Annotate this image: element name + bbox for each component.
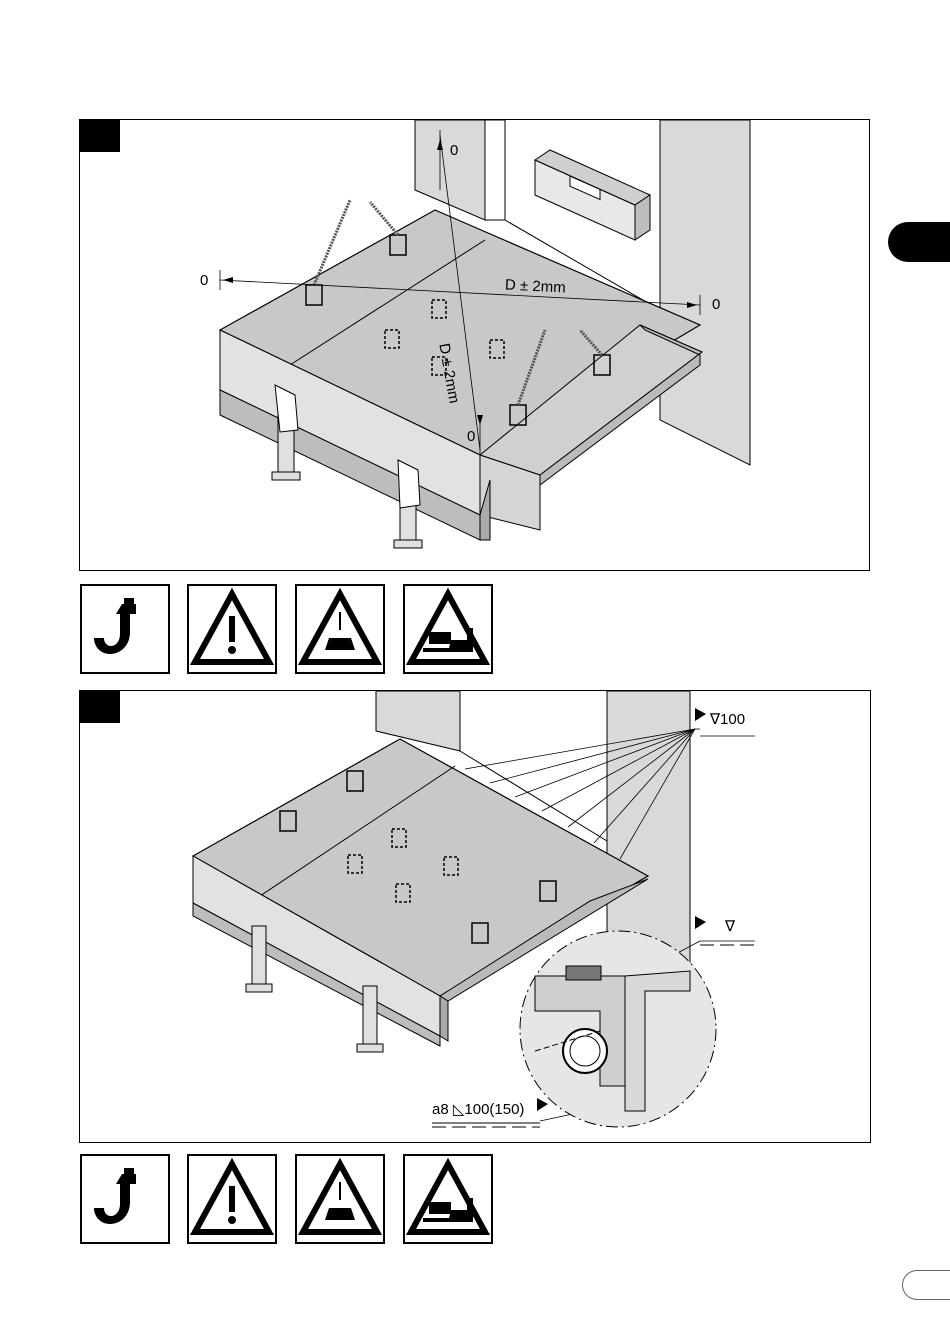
spirit-level-icon (535, 150, 650, 240)
level-zero-bottom-label: 0 (467, 428, 475, 445)
weld-symbol-top-label: ∇100 (710, 710, 745, 728)
general-warning-icon (187, 584, 277, 674)
figure-panel-1: 0 0 0 0 D ± 2mm D ± 2mm (79, 119, 870, 571)
suspended-load-warning-icon (295, 1154, 385, 1244)
crushing-hazard-warning-icon (403, 584, 493, 674)
level-zero-top-label: 0 (450, 142, 458, 159)
wall-right (660, 120, 750, 465)
dock-leveller-welding-drawing (80, 691, 870, 1142)
dimension-horizontal-label: D ± 2mm (505, 276, 567, 296)
general-warning-icon (187, 1154, 277, 1244)
crane-hook-icon (80, 1154, 170, 1244)
page-number-oval (902, 1270, 950, 1300)
dock-leveller-levelling-drawing (80, 120, 869, 570)
crushing-hazard-warning-icon (403, 1154, 493, 1244)
level-zero-right-label: 0 (712, 296, 720, 313)
suspended-load-warning-icon (295, 584, 385, 674)
wall-left (415, 120, 485, 220)
figure-panel-2: ∇100 ∇ a8 ◺100(150) (79, 690, 871, 1143)
crane-hook-icon (80, 584, 170, 674)
chapter-tab (888, 222, 950, 262)
weld-symbol-mid-label: ∇ (725, 917, 735, 935)
weld-spec-bottom-label: a8 ◺100(150) (432, 1100, 524, 1118)
weld-detail-magnifier (520, 931, 716, 1127)
level-zero-left-label: 0 (200, 272, 208, 289)
